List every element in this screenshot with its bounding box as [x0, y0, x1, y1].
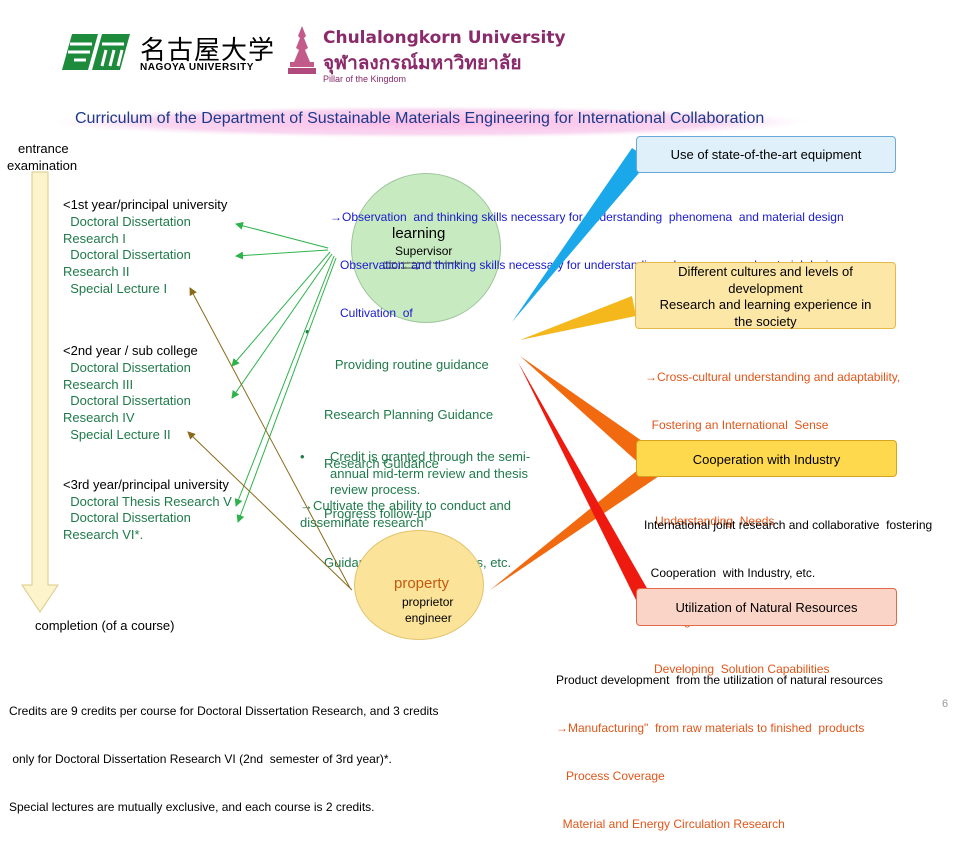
arrow-to-research-3: [231, 251, 331, 367]
learning-notes: At least 3 students from the same univer…: [383, 260, 463, 270]
year1-item: Research I: [63, 231, 126, 246]
timeline-arrow: [21, 171, 59, 613]
footnote: Credits are 9 credits per course for Doc…: [9, 671, 439, 831]
title-highlight: [50, 106, 810, 138]
timeline-start-2: examination: [7, 158, 78, 173]
guidance-bullet: •: [305, 324, 310, 339]
resources-note: Material and Energy Circulation Research: [556, 817, 785, 831]
chulalongkorn-thai-name: จุฬาลงกรณ์มหาวิทยาลัย: [323, 53, 522, 74]
chulalongkorn-seal-icon: [288, 26, 316, 74]
credit-text: Credit is granted through the semi- annu…: [330, 449, 530, 499]
wedge-resources: [518, 362, 648, 600]
cultures-note: Fostering an International Sense: [645, 418, 829, 432]
learning-circle: [351, 173, 501, 323]
footnote-line: Special lectures are mutually exclusive,…: [9, 800, 375, 814]
industry-note: Cooperation with Industry, etc.: [644, 566, 816, 580]
box-cultures-line: the society: [734, 313, 797, 329]
year1-item: Doctoral Dissertation: [63, 214, 191, 229]
credit-line: Credit is granted through the semi-: [330, 449, 531, 464]
box-industry: Cooperation with Industry: [636, 440, 897, 477]
credit-line: review process.: [330, 482, 421, 497]
year1-heading: <1st year/principal university: [63, 197, 228, 212]
observation-line: →Observation and thinking skills necessa…: [330, 210, 844, 224]
observation-line: Cultivation of: [330, 306, 413, 320]
arrow-to-research-6: [236, 257, 337, 523]
credit-bullet: •: [300, 449, 305, 464]
year2-item: Doctoral Dissertation: [63, 393, 191, 408]
box-equipment: Use of state-of-the-art equipment: [636, 136, 896, 173]
cultivate-text: →Cultivate the ability to conduct and di…: [300, 498, 511, 531]
year1-item: Doctoral Dissertation: [63, 247, 191, 262]
nagoya-kanji-name: 名古屋大学: [140, 36, 276, 66]
year2-item: Research III: [63, 377, 134, 392]
resources-note: Product development from the utilization…: [556, 673, 883, 687]
box-resources: Utilization of Natural Resources: [636, 588, 897, 626]
page-number: 6: [942, 698, 949, 710]
year2-item: Research IV: [63, 410, 135, 425]
resources-note: Process Coverage: [556, 769, 665, 783]
learning-subtitle: Supervisor: [395, 244, 453, 258]
industry-note: International joint research and collabo…: [644, 518, 933, 532]
year2-item: Special Lecture II: [63, 427, 171, 442]
year1-item: Research II: [63, 264, 130, 279]
cultivate-line: →Cultivate the ability to conduct and: [300, 498, 512, 513]
year3-item: Research VI*.: [63, 527, 144, 542]
cultures-note: Understanding Needs: [645, 514, 775, 528]
learning-note: At least 3 students from the same univer…: [383, 260, 461, 265]
nagoya-university-logo-mark: [62, 34, 130, 70]
chulalongkorn-english-name: Chulalongkorn University: [323, 28, 566, 48]
nagoya-english-name: NAGOYA UNIVERSITY: [140, 62, 254, 73]
property-line2: engineer: [405, 611, 452, 625]
learning-title: learning: [392, 225, 446, 242]
guidance-line: Providing routine guidance: [324, 357, 489, 372]
property-circle: [354, 530, 484, 640]
box-cultures: Different cultures and levels of develop…: [635, 262, 896, 329]
box-cultures-line: Different cultures and levels of: [678, 264, 853, 279]
cultures-note: →Cross-cultural understanding and adapta…: [645, 370, 901, 384]
year1-item: Special Lecture I: [63, 281, 168, 296]
guidance-line: Research Planning Guidance: [324, 406, 494, 422]
page-title: Curriculum of the Department of Sustaina…: [75, 110, 765, 127]
property-line1: proprietor: [402, 595, 454, 609]
credit-line: annual mid-term review and thesis: [330, 465, 528, 481]
learning-note: At least 1 subcollege: [383, 265, 420, 270]
property-title: property: [394, 575, 450, 592]
year3-item: Doctoral Thesis Research V: [63, 494, 232, 509]
year2-heading: <2nd year / sub college: [63, 343, 198, 358]
box-cultures-line: Research and learning experience in: [659, 297, 872, 312]
arrow-to-research-2: [235, 249, 329, 260]
year3-item: Doctoral Dissertation: [63, 510, 191, 525]
footnote-line: only for Doctoral Dissertation Research …: [9, 752, 392, 766]
industry-note: Developing Solution Capabilities: [644, 662, 830, 676]
year2-item: Doctoral Dissertation: [63, 360, 191, 375]
timeline-end: completion (of a course): [35, 618, 175, 633]
chulalongkorn-tagline: Pillar of the Kingdom: [323, 74, 407, 84]
arrow-to-research-4: [231, 253, 333, 399]
arrow-to-research-5: [234, 255, 335, 507]
footnote-line: Credits are 9 credits per course for Doc…: [9, 704, 439, 718]
arrow-to-research-1: [235, 221, 329, 249]
wedge-industry: [520, 356, 655, 466]
timeline-start-1: entrance: [18, 141, 69, 156]
box-cultures-line: development: [728, 280, 803, 296]
resources-note: →Manufacturing" from raw materials to fi…: [556, 721, 865, 735]
resources-notes: Product development from the utilization…: [556, 640, 883, 848]
year3-heading: <3rd year/principal university: [63, 477, 229, 492]
cultivate-line: disseminate research: [300, 514, 424, 530]
